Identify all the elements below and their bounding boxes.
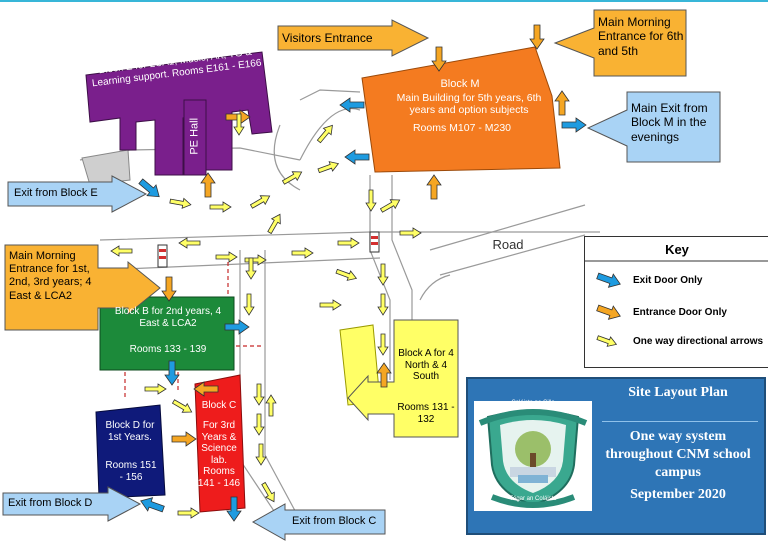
callout-main-morning-123-shape: [4, 244, 161, 331]
panel-title: Site Layout Plan: [628, 385, 728, 400]
callout-main-exit-block-m: Main Exit from Block M in the evenings: [631, 101, 708, 144]
panel-line-3: campus: [655, 465, 701, 480]
callout-exit-block-e: Exit from Block E: [14, 187, 98, 199]
block-c-title: Block C: [201, 400, 237, 411]
callout-exit-d-shape: [2, 486, 142, 522]
block-a-rooms: Rooms 131 - 132: [397, 402, 455, 425]
block-m-title: Block M: [440, 78, 480, 90]
block-e: [85, 51, 273, 176]
block-b-rooms: Rooms 133 - 139: [129, 344, 207, 355]
block-d: [95, 404, 166, 499]
site-layout-panel: Coláiste na Cille Tógar an Coláiste Site…: [466, 377, 766, 535]
callout-block-a-shape: [347, 319, 459, 438]
road-label: Road: [492, 237, 524, 252]
panel-line-2: throughout CNM school: [605, 447, 751, 462]
panel-divider: [602, 421, 758, 422]
block-c: [194, 374, 246, 513]
callout-exit-block-d: Exit from Block D: [8, 497, 93, 509]
key-exit-door-only: Exit Door Only: [633, 275, 703, 286]
pe-hall-label: PE Hall: [188, 117, 201, 155]
bollards: [157, 231, 380, 268]
key-entrance-door-only: Entrance Door Only: [633, 307, 727, 318]
callout-main-morning-56-shape: [553, 9, 687, 77]
callout-exit-e-shape: [7, 175, 148, 213]
map-key: Key Exit Door Only Entrance Door Only On…: [584, 236, 768, 368]
crest-motto-top: Coláiste na Cille: [511, 400, 555, 406]
panel-line-1: One way system: [629, 429, 727, 444]
block-c-description: For 3rd Years & Science lab.: [201, 420, 237, 466]
block-m-description: Main Building for 5th years, 6th years a…: [396, 92, 542, 117]
small-outbuilding: [81, 149, 131, 186]
callout-main-exit-m-shape: [586, 91, 721, 163]
block-m: [361, 46, 561, 173]
school-crest: [474, 401, 592, 511]
callout-exit-block-c: Exit from Block C: [292, 515, 377, 527]
callout-visitors-entrance: Visitors Entrance: [282, 31, 373, 45]
panel-line-4: September 2020: [630, 487, 726, 502]
callout-main-morning-entrance-123: Main Morning Entrance for 1st, 2nd, 3rd …: [9, 250, 92, 302]
block-b-label: Block B for 2nd years, 4 East & LCA2: [114, 306, 222, 329]
callout-main-morning-entrance-56: Main Morning Entrance for 6th and 5th: [598, 15, 684, 58]
callout-visitors-shape: [277, 19, 430, 57]
block-c-rooms: Rooms 141 - 146: [197, 466, 241, 489]
callout-exit-c-shape: [251, 503, 386, 541]
block-m-rooms: Rooms M107 - M230: [412, 122, 512, 134]
key-title: Key: [665, 242, 689, 257]
block-d-rooms: Rooms 151 - 156: [105, 460, 157, 483]
key-one-way-arrows: One way directional arrows: [633, 336, 764, 347]
block-d-title: Block D for 1st Years.: [105, 420, 155, 443]
crest-motto-bottom: Tógar an Coláiste: [509, 496, 557, 502]
block-a-title: Block A for 4 North & 4 South: [398, 348, 454, 382]
key-swatches: [585, 260, 768, 347]
pe-hall: [183, 99, 207, 176]
